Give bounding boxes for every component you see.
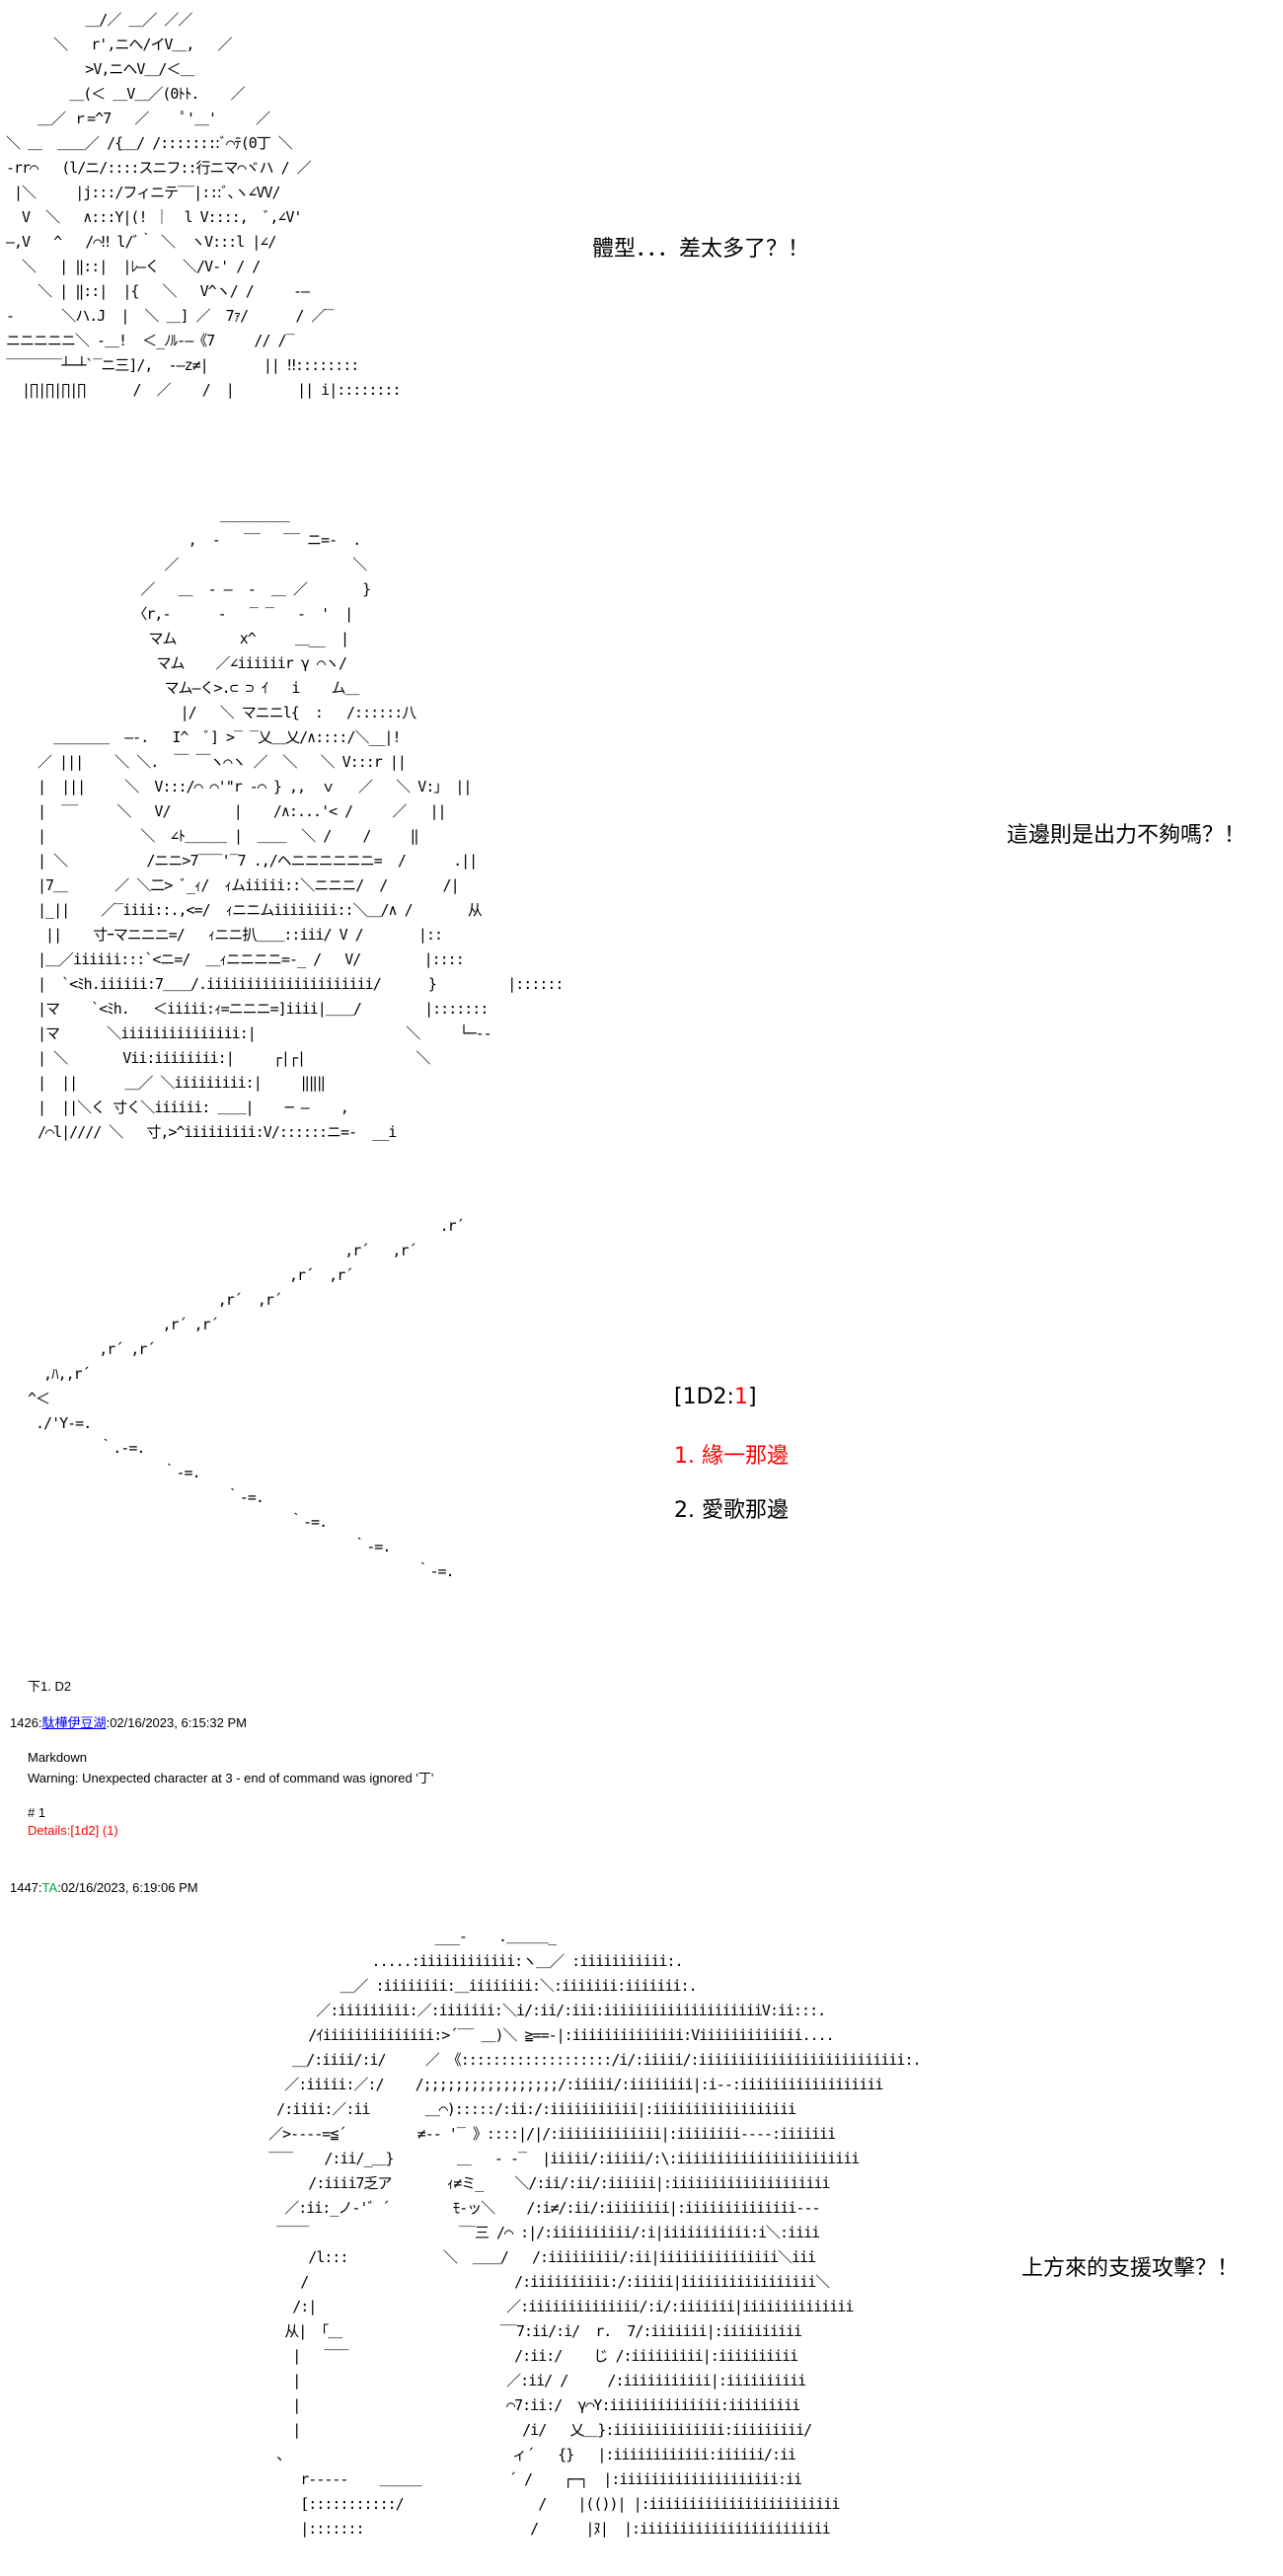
- ascii-art-panel-1: ＿/／ ＿／ ／／ ＼ r',ニヘ/イV＿, ／ >V,ニヘV＿/＜＿ ＿(＜ …: [6, 11, 401, 399]
- post-number: 1426: [10, 1715, 38, 1730]
- choice-header-open: [1D2:: [674, 1385, 734, 1409]
- choice-header: [1D2:1]: [674, 1385, 757, 1409]
- roll-post-header: 1426:駄樺伊豆湖:02/16/2023, 6:15:32 PM: [10, 1715, 247, 1730]
- choice-header-close: ]: [747, 1385, 757, 1409]
- warning-text: Warning: Unexpected character at 3 - end…: [28, 1771, 434, 1785]
- choice-option-1: 1. 緣一那邊: [674, 1444, 789, 1469]
- reply-post-header: 1447:TA:02/16/2023, 6:19:06 PM: [10, 1880, 198, 1895]
- panel-2-caption: 這邊則是出力不夠嗎？！: [1007, 823, 1246, 848]
- roll-details: Details:[1d2] (1): [28, 1823, 118, 1838]
- author-link[interactable]: 駄樺伊豆湖: [41, 1715, 107, 1730]
- choice-header-value: 1: [733, 1385, 748, 1409]
- markdown-label: Markdown: [28, 1750, 87, 1765]
- ascii-art-panel-4: ___- .＿＿＿_ .....:iiiiiiiiiiii:ヽ＿／ :iiiii…: [268, 1928, 921, 2538]
- reply-author[interactable]: TA: [41, 1880, 58, 1895]
- roll-command: 下1. D2: [28, 1679, 72, 1694]
- reply-timestamp: 02/16/2023, 6:19:06 PM: [60, 1880, 198, 1895]
- reply-post-number: 1447: [10, 1880, 38, 1895]
- ascii-art-panel-2: ＿＿＿＿＿ , ‐ ‾‾ ‾‾ ニ=‐ . ／ ＼ ／ ＿ ‐ ― ‐ ＿ ／ …: [38, 506, 564, 1141]
- choice-option-2: 2. 愛歌那邊: [674, 1498, 789, 1523]
- ascii-art-panel-3: .r´ ,r´ ,r´ ,r´ ,r´ ,r´ ,r´ ,r´ ,r´ ,r´ …: [28, 1217, 465, 1580]
- panel-4-caption: 上方來的支援攻擊？！: [1021, 2256, 1240, 2281]
- panel-1-caption: 體型．．．差太多了？！: [592, 237, 810, 262]
- roll-result: # 1: [28, 1805, 46, 1820]
- post-timestamp: 02/16/2023, 6:15:32 PM: [110, 1715, 247, 1730]
